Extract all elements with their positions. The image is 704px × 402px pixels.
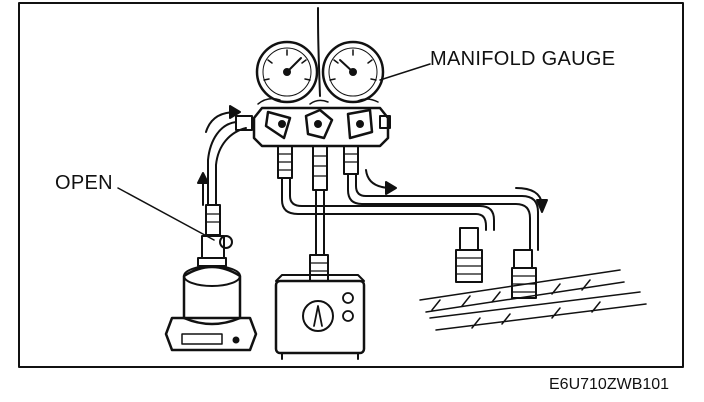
low-pressure-gauge [255,40,319,104]
high-pressure-gauge [321,40,385,104]
vehicle-ac-pipes [419,269,647,331]
can-tap-valve-knob [219,235,233,249]
manifold-gauge-label: MANIFOLD GAUGE [430,48,616,70]
left-valve-knob [264,110,292,140]
diagram-frame [18,2,684,368]
manifold-gauge [235,7,391,191]
scale-display [181,333,223,345]
figure-code-label: E6U710ZWB101 [549,376,670,393]
flow-arrows [197,105,548,213]
pump-dial [302,300,334,332]
vacuum-pump [274,254,366,360]
service-port-connectors [455,227,537,299]
open-label: OPEN [55,172,113,194]
manifold-gauge-leader-line [379,63,431,81]
open-leader-line [117,187,215,241]
charging-hoses [207,121,539,256]
refrigerant-can [164,204,258,352]
